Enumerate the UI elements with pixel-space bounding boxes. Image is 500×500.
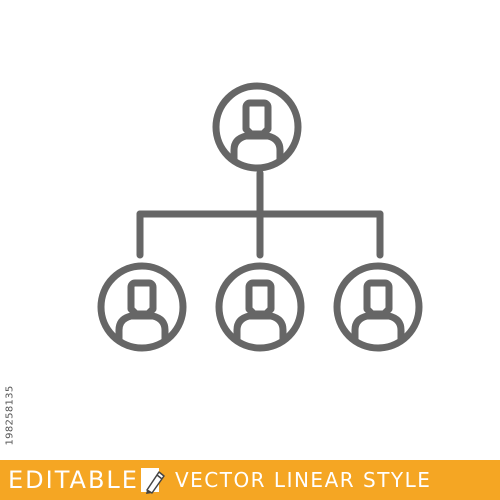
- person-icon-left: [97, 262, 187, 352]
- person-icon-top: [212, 82, 302, 172]
- person-icon-right: [333, 262, 423, 352]
- person-icon-center: [215, 262, 305, 352]
- stock-id-label: 198258135: [4, 385, 16, 446]
- tagline: VECTOR LINEAR STYLE: [174, 468, 432, 492]
- editable-label: EDITABLE: [8, 466, 139, 494]
- editable-banner: EDITABLE VECTOR LINEAR STYLE: [0, 460, 500, 500]
- pen-icon: [140, 466, 167, 494]
